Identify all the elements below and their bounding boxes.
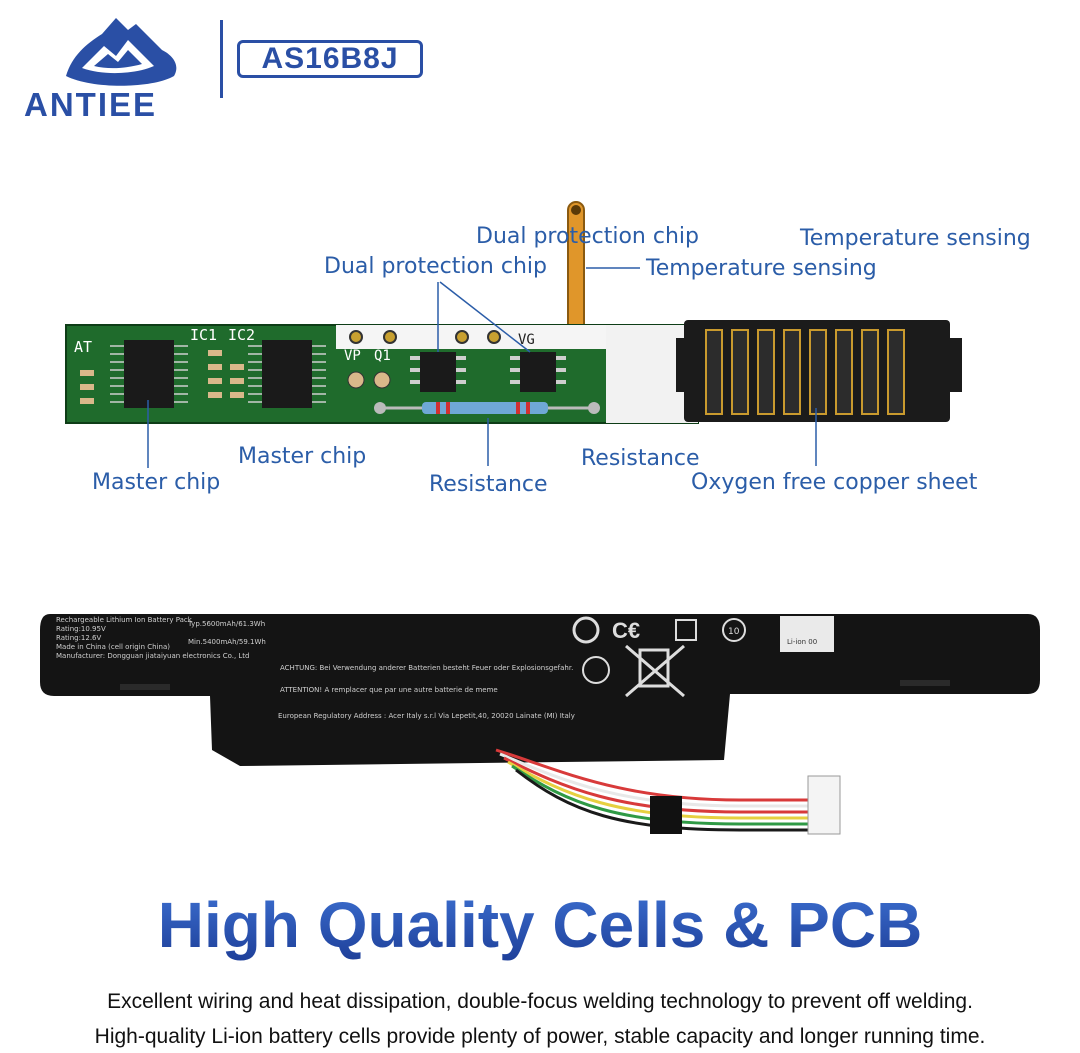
- label-master-chip: Master chip: [238, 444, 367, 469]
- silk-ic1: IC1: [190, 326, 217, 344]
- battery-pack-photo: Li-ion 00 C€ 10 Rechargeable Lithium Ion…: [40, 614, 1040, 835]
- battery-label-line3: Rating:12.6V: [56, 634, 102, 642]
- brand-mountain-logo: [66, 18, 177, 86]
- master-chip-2: [262, 340, 312, 408]
- silk-vp: VP: [344, 348, 361, 364]
- svg-text:C€: C€: [612, 618, 640, 643]
- pcb-diagram: IC1 IC2 AT VP Q1 VG: [65, 201, 962, 468]
- headline: High Quality Cells & PCB: [0, 888, 1080, 962]
- battery-label-attention: ATTENTION! A remplacer que par une autre…: [280, 686, 498, 694]
- label-resistance: Resistance: [581, 446, 700, 471]
- label-temperature-sensing: Temperature sensing: [800, 226, 1031, 251]
- brand-name: ANTIEE: [24, 86, 158, 123]
- battery-li-ion-text: Li-ion 00: [787, 638, 817, 646]
- label-dual-protection-chip: Dual protection chip: [324, 254, 547, 279]
- battery-label-line2: Rating:10.95V: [56, 625, 106, 633]
- battery-typ-capacity: Typ.5600mAh/61.3Wh: [187, 620, 265, 628]
- model-badge: AS16B8J: [237, 40, 423, 78]
- label-oxygen-free-copper-sheet: Oxygen free copper sheet: [691, 470, 978, 495]
- cable-connector: [807, 775, 841, 835]
- description-line-1: Excellent wiring and heat dissipation, d…: [107, 990, 973, 1013]
- label-temperature-sensing: Temperature sensing: [646, 256, 877, 281]
- battery-label-line4: Made in China (cell origin China): [56, 643, 170, 651]
- silk-ic2: IC2: [228, 326, 255, 344]
- label-dual-protection-chip: Dual protection chip: [476, 224, 699, 249]
- silk-vg: VG: [518, 332, 535, 348]
- thermistor-probe: [567, 201, 585, 331]
- silk-at: AT: [74, 338, 92, 356]
- battery-label-achtung: ACHTUNG: Bei Verwendung anderer Batterie…: [280, 664, 573, 672]
- battery-label-regulatory: European Regulatory Address : Acer Italy…: [278, 712, 575, 720]
- master-chip-1: [124, 340, 174, 408]
- battery-label-line1: Rechargeable Lithium Ion Battery Pack: [56, 616, 193, 624]
- label-master-chip: Master chip: [92, 470, 221, 495]
- protection-chip-2: [520, 352, 556, 392]
- header-divider: [220, 20, 223, 98]
- battery-label-line5: Manufacturer: Dongguan jiataiyuan electr…: [56, 652, 250, 660]
- label-resistance: Resistance: [429, 472, 548, 497]
- silk-q1: Q1: [374, 348, 391, 364]
- weee-bin-icon: [625, 644, 685, 698]
- description-line-2: High-quality Li-ion battery cells provid…: [94, 1025, 986, 1048]
- battery-min-capacity: Min.5400mAh/59.1Wh: [188, 638, 266, 646]
- protection-chip-1: [420, 352, 456, 392]
- svg-text:10: 10: [728, 627, 740, 637]
